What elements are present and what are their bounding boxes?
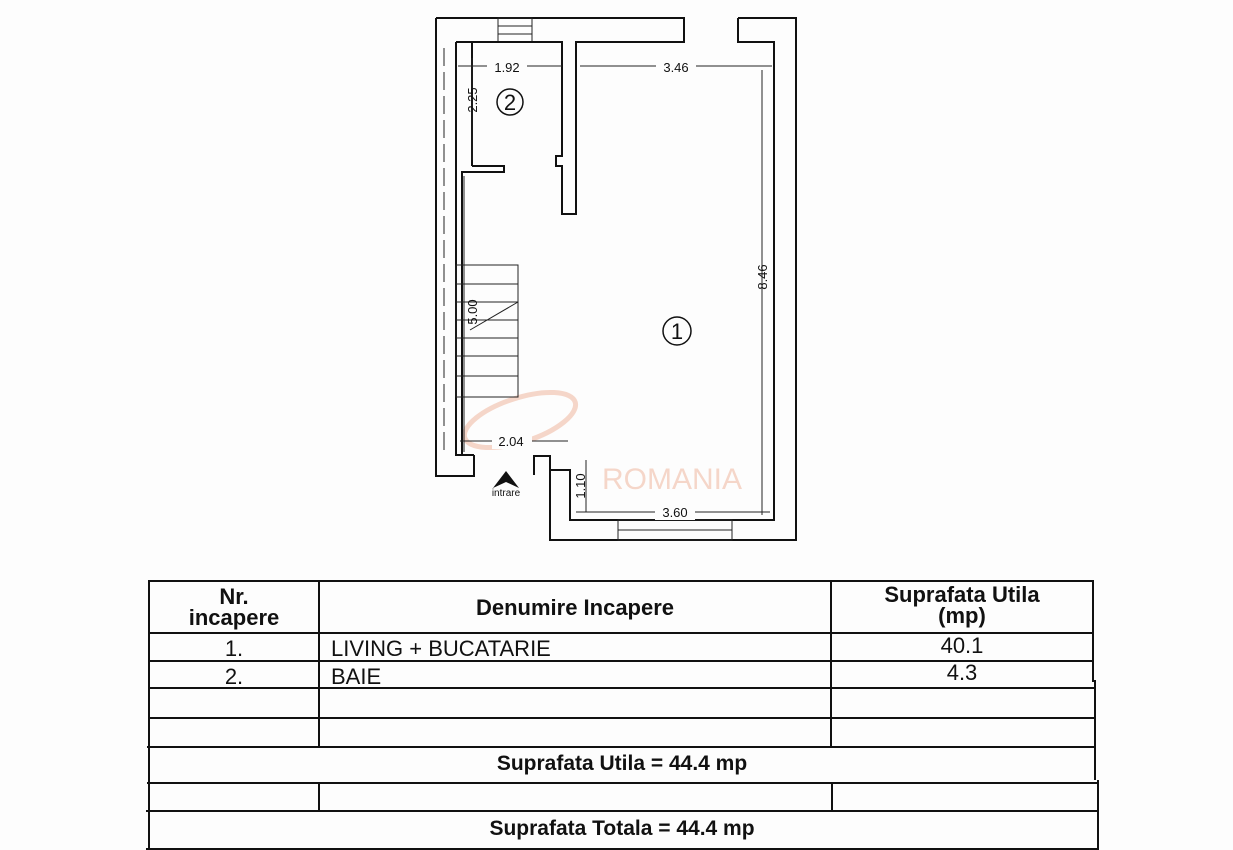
row1-nr: 1. (224, 636, 244, 661)
dim-bath-depth: 2.25 (465, 87, 480, 112)
total-usable: Suprafata Utila = 44.4 mp (496, 752, 748, 775)
room-marker-2-label: 2 (504, 90, 516, 115)
entrance: intrare (492, 471, 521, 499)
row1-name: LIVING + BUCATARIE (331, 636, 551, 661)
header-area-line2: (mp) (938, 603, 986, 628)
header-nr: Nr. incapere (150, 583, 318, 631)
row2-name: BAIE (331, 664, 382, 689)
entrance-arrow-icon (493, 471, 519, 488)
dim-stair-width: 2.04 (498, 434, 523, 449)
exterior-walls (435, 17, 797, 541)
staircase (455, 264, 519, 398)
room-marker-1-label: 1 (671, 319, 683, 344)
floor-plan: ROMANIA (435, 17, 797, 541)
entrance-label: intrare (492, 488, 521, 499)
dim-bath-width: 1.92 (494, 60, 519, 75)
header-nr-line1: Nr. (219, 584, 249, 609)
row1-area: 40.1 (940, 633, 984, 658)
row2-nr: 2. (224, 664, 244, 689)
dim-living-top-width: 3.46 (663, 60, 688, 75)
room-marker-2: 2 (496, 88, 524, 116)
header-area: Suprafata Utila (mp) (832, 581, 1092, 629)
row2-area: 4.3 (946, 660, 978, 685)
header-name-text: Denumire Incapere (475, 594, 675, 620)
watermark-text: ROMANIA (602, 463, 742, 496)
room-marker-1: 1 (662, 316, 692, 346)
total-all: Suprafata Totala = 44.4 mp (489, 817, 755, 840)
header-area-line1: Suprafata Utila (884, 582, 1040, 607)
header-nr-line2: incapere (188, 605, 280, 630)
interior-walls (461, 41, 585, 455)
dim-entry-depth: 1.10 (573, 473, 588, 498)
dim-living-depth: 8.46 (755, 264, 770, 289)
header-name: Denumire Incapere (320, 583, 830, 631)
dim-stair-length: 5.00 (465, 299, 480, 324)
dim-bottom-width: 3.60 (662, 505, 687, 520)
